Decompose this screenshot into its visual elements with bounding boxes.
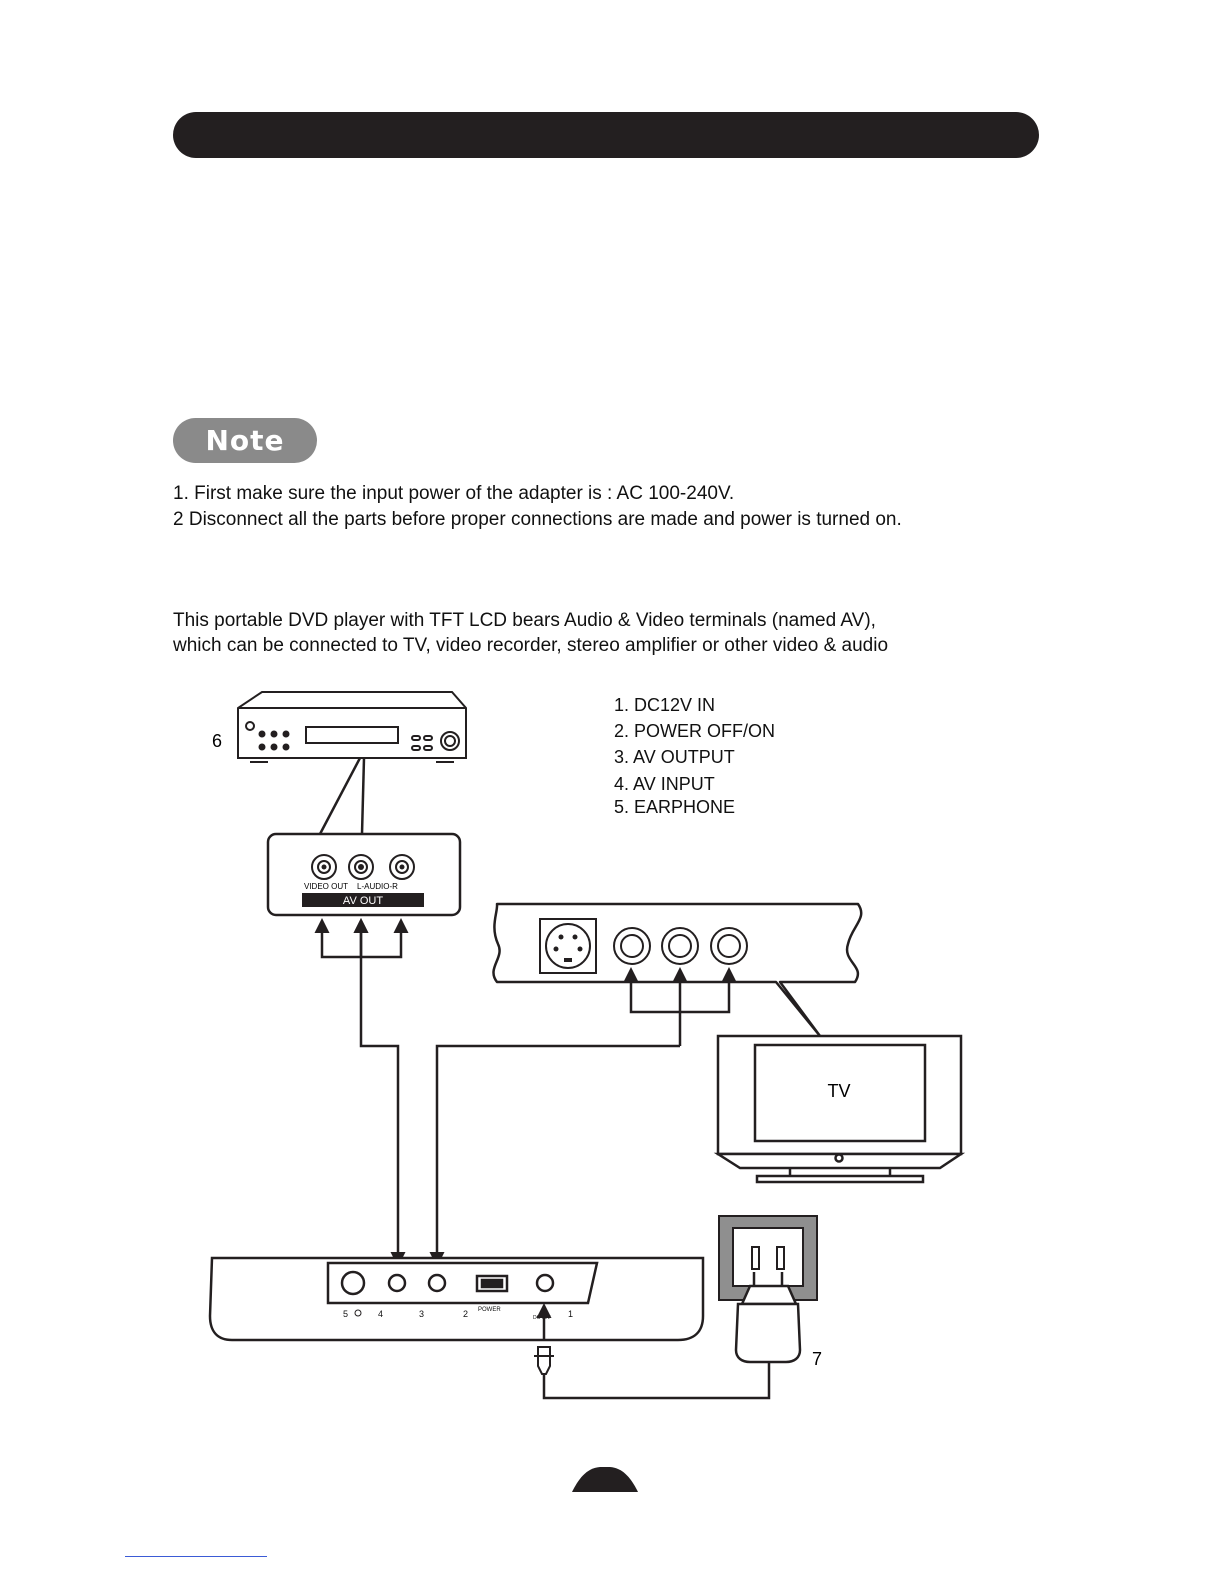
tv-input-panel	[492, 902, 863, 1038]
port-label-3: 3	[419, 1309, 424, 1319]
legend-item-4: 4. AV INPUT	[614, 774, 715, 794]
footer-link-underline	[125, 1556, 267, 1557]
port-label-1: 1	[568, 1309, 573, 1319]
av-out-title: AV OUT	[343, 895, 383, 907]
av-out-panel: VIDEO OUT L-AUDIO-R AV OUT	[266, 832, 462, 917]
video-out-label: VIDEO OUT	[304, 882, 348, 891]
section-header-bar	[173, 112, 1039, 158]
port-legend: 1. DC12V IN 2. POWER OFF/ON 3. AV OUTPUT…	[614, 695, 775, 817]
legend-item-1: 1. DC12V IN	[614, 695, 715, 715]
note-badge: Note	[173, 418, 317, 463]
legend-item-2: 2. POWER OFF/ON	[614, 721, 775, 741]
device-6-label: 6	[212, 731, 222, 751]
note-item-2: 2 Disconnect all the parts before proper…	[173, 509, 902, 530]
audio-out-label: L-AUDIO-R	[357, 882, 398, 891]
port-label-4: 4	[378, 1309, 383, 1319]
portable-dvd-player: 5 4 3 2 1 POWER DC 12V	[208, 1256, 705, 1342]
page-number-tab	[572, 1467, 638, 1492]
port-label-2: 2	[463, 1309, 468, 1319]
power-label: POWER	[478, 1307, 501, 1313]
power-adapter	[734, 1272, 802, 1364]
note-item-1: 1. First make sure the input power of th…	[173, 483, 735, 504]
legend-item-5: 5. EARPHONE	[614, 797, 735, 817]
external-av-device	[237, 691, 467, 763]
dc-cable	[534, 1303, 771, 1400]
intro-line-2: which can be connected to TV, video reco…	[173, 635, 889, 656]
tv-set	[713, 1034, 966, 1184]
tv-label: TV	[827, 1081, 850, 1101]
dc-label: DC 12V	[533, 1315, 551, 1321]
legend-item-3: 3. AV OUTPUT	[614, 747, 735, 767]
port-label-5: 5	[343, 1309, 348, 1319]
adapter-7-label: 7	[812, 1349, 822, 1369]
intro-line-1: This portable DVD player with TFT LCD be…	[173, 610, 876, 631]
